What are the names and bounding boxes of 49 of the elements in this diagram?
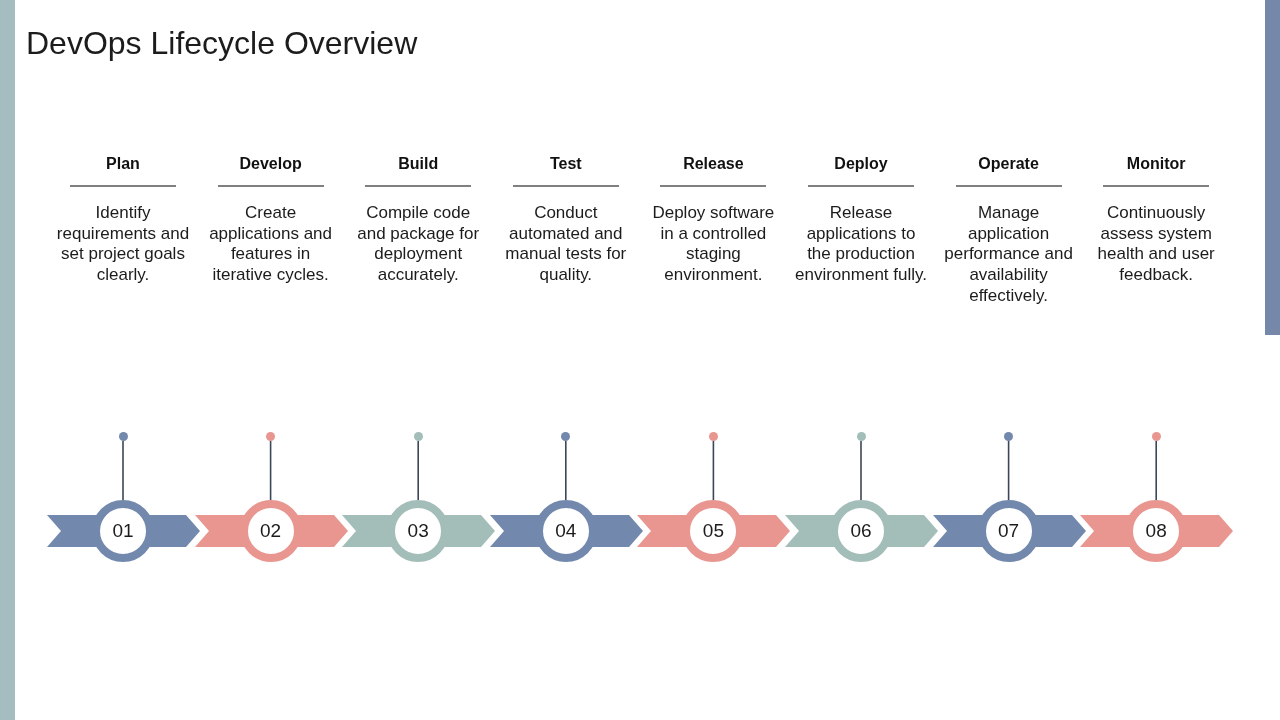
pin-line xyxy=(712,440,715,501)
pin-line xyxy=(1007,440,1010,501)
slide-title: DevOps Lifecycle Overview xyxy=(26,24,418,63)
pin-line xyxy=(1155,440,1157,501)
pin-line xyxy=(122,440,124,501)
step-description: Compile code and package for deployment accurately. xyxy=(356,203,481,286)
step-heading: Build xyxy=(365,153,472,187)
chevron-step-marker xyxy=(489,500,643,562)
step-number: 07 xyxy=(997,520,1021,542)
step-number: 01 xyxy=(111,520,135,542)
chevron-step-marker xyxy=(637,500,791,562)
chevron-step-marker xyxy=(1080,500,1234,562)
pin-line xyxy=(565,440,567,501)
step-description: Conduct automated and manual tests for quality. xyxy=(504,203,628,286)
pin-dot xyxy=(266,432,276,441)
step-number: 02 xyxy=(259,520,283,542)
step-number: 06 xyxy=(849,520,873,542)
pin-dot xyxy=(118,432,128,441)
pin-dot xyxy=(561,432,571,441)
step-number: 08 xyxy=(1144,520,1168,542)
step-description: Create applications and features in iterative cycles. xyxy=(208,203,334,286)
pin-dot xyxy=(708,432,718,441)
step-heading: Operate xyxy=(955,153,1062,187)
pin-dot xyxy=(1151,432,1161,441)
step-description: Continuously assess system health and user feedback. xyxy=(1096,203,1216,286)
step-heading: Monitor xyxy=(1103,153,1210,187)
step-description: Identify requirements and set project goals clearly. xyxy=(56,203,190,286)
chevron-step-marker xyxy=(932,500,1086,562)
step-description: Manage application performance and availability effectively. xyxy=(943,203,1074,307)
chevron-step-marker xyxy=(194,500,348,562)
chevron-step-marker xyxy=(342,500,496,562)
pin-dot xyxy=(413,432,423,441)
pin-line xyxy=(269,440,272,501)
step-number: 04 xyxy=(554,520,578,542)
step-description: Deploy software in a controlled staging environment. xyxy=(651,203,776,286)
pin-line xyxy=(860,440,862,501)
step-number: 03 xyxy=(406,520,430,542)
step-description: Release applications to the production environment fully. xyxy=(794,203,928,286)
chevron-step-marker xyxy=(47,500,200,562)
step-heading: Plan xyxy=(70,153,176,187)
step-heading: Develop xyxy=(217,153,324,187)
step-number: 05 xyxy=(701,520,725,542)
chevron-step-marker xyxy=(785,500,938,562)
step-heading: Deploy xyxy=(808,153,914,187)
pin-dot xyxy=(1004,432,1014,441)
pin-line xyxy=(417,440,419,501)
pin-dot xyxy=(856,432,866,441)
step-heading: Test xyxy=(512,153,619,187)
step-heading: Release xyxy=(660,153,767,187)
